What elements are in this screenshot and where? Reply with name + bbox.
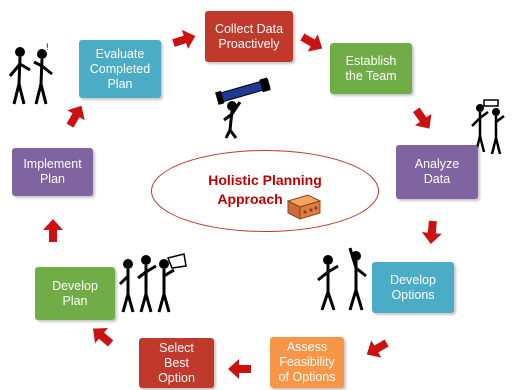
- step-label: Develop: [52, 278, 98, 293]
- svg-text:!: !: [46, 42, 49, 52]
- step-evaluate-plan: Evaluate Completed Plan: [79, 40, 161, 98]
- step-establish-team: Establish the Team: [330, 43, 412, 94]
- arrow-icon: [297, 28, 328, 58]
- step-label: Evaluate: [95, 46, 145, 61]
- step-label: Plan: [39, 172, 65, 186]
- arrow-icon: [408, 104, 438, 135]
- step-label: Collect Data: [214, 21, 284, 36]
- step-label: Plan: [107, 76, 133, 91]
- step-label: Plan: [62, 293, 88, 308]
- step-label: Select Best: [159, 340, 194, 370]
- discussing-figures-icon: !: [8, 42, 53, 105]
- arrow-icon: [86, 320, 118, 352]
- arrow-icon: [361, 334, 392, 364]
- arrow-icon: [170, 26, 199, 53]
- arrow-icon: [228, 359, 251, 379]
- center-title-line1: Holistic Planning: [208, 172, 322, 188]
- step-label: Completed: [89, 61, 151, 76]
- step-label: Assess: [286, 340, 328, 354]
- step-label: Proactively: [218, 36, 280, 51]
- step-label: Options: [391, 287, 435, 302]
- step-implement-plan: Implement Plan: [12, 148, 93, 196]
- step-develop-options: Develop Options: [372, 262, 454, 313]
- step-label: Feasibility: [279, 355, 335, 369]
- arrow-icon: [43, 219, 63, 242]
- telescope-figure-icon: [212, 72, 272, 139]
- arrow-icon: [420, 220, 443, 245]
- step-develop-plan: Develop Plan: [35, 267, 115, 320]
- step-label: Implement: [23, 157, 82, 171]
- group-figures-icon: [118, 253, 187, 313]
- center-title-line2: Approach: [217, 191, 283, 207]
- step-collect-data: Collect Data Proactively: [205, 11, 293, 62]
- arrow-icon: [61, 100, 91, 131]
- pointing-figures-icon: [317, 247, 367, 311]
- step-label: Establish: [345, 53, 397, 68]
- step-label: Data: [423, 172, 451, 186]
- step-label: Analyze: [414, 157, 460, 171]
- step-label: Develop: [390, 272, 436, 287]
- step-label: the Team: [345, 68, 397, 83]
- step-label: of Options: [278, 370, 336, 384]
- step-label: Option: [158, 370, 195, 385]
- step-analyze-data: Analyze Data: [396, 145, 478, 199]
- step-assess-feasibility: Assess Feasibility of Options: [270, 337, 344, 388]
- center-title: Holistic Planning Approach: [151, 171, 379, 209]
- step-select-best-option: Select Best Option: [139, 338, 214, 388]
- center-ellipse: [151, 150, 379, 232]
